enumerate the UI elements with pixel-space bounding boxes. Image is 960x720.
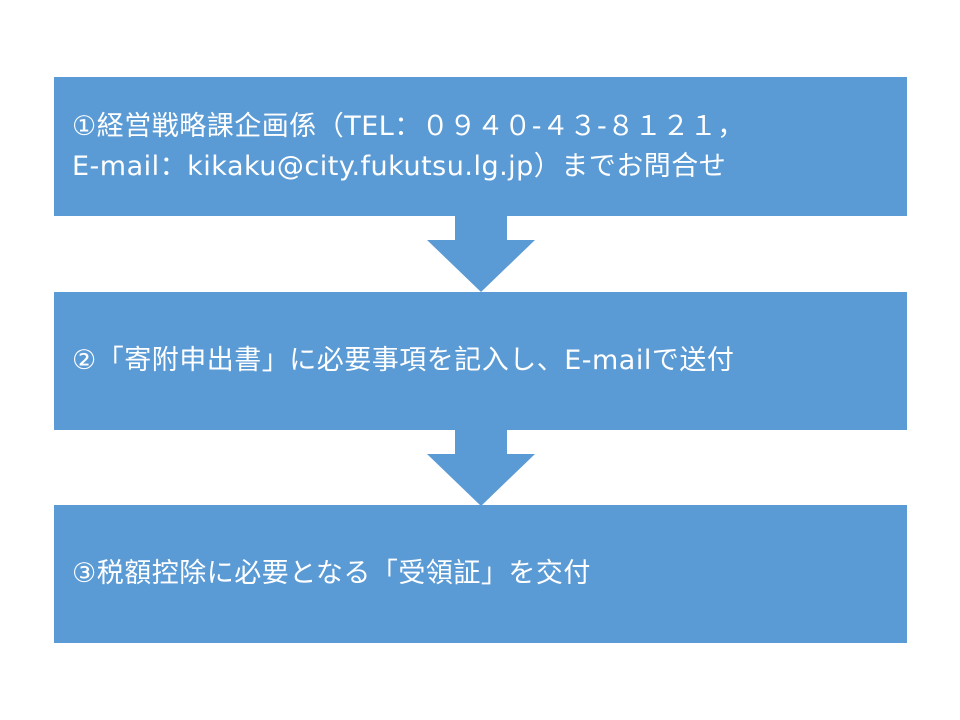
step-3-text: ③税額控除に必要となる「受領証」を交付 [72,558,591,589]
down-arrow-icon [427,216,535,292]
step-3-box: ③税額控除に必要となる「受領証」を交付 [54,505,907,643]
step-1-box: ①経営戦略課企画係（TEL：０９４０-４３-８１２１， E-mail：kikak… [54,77,907,216]
step-1-line-2: E-mail：kikaku@city.fukutsu.lg.jp）までお問合せ [72,150,727,182]
step-1-line-1: ①経営戦略課企画係（TEL：０９４０-４３-８１２１， [72,110,745,142]
down-arrow-icon [427,430,535,506]
step-2-text: ②「寄附申出書」に必要事項を記入し、E-mailで送付 [72,345,735,376]
step-2-box: ②「寄附申出書」に必要事項を記入し、E-mailで送付 [54,292,907,430]
